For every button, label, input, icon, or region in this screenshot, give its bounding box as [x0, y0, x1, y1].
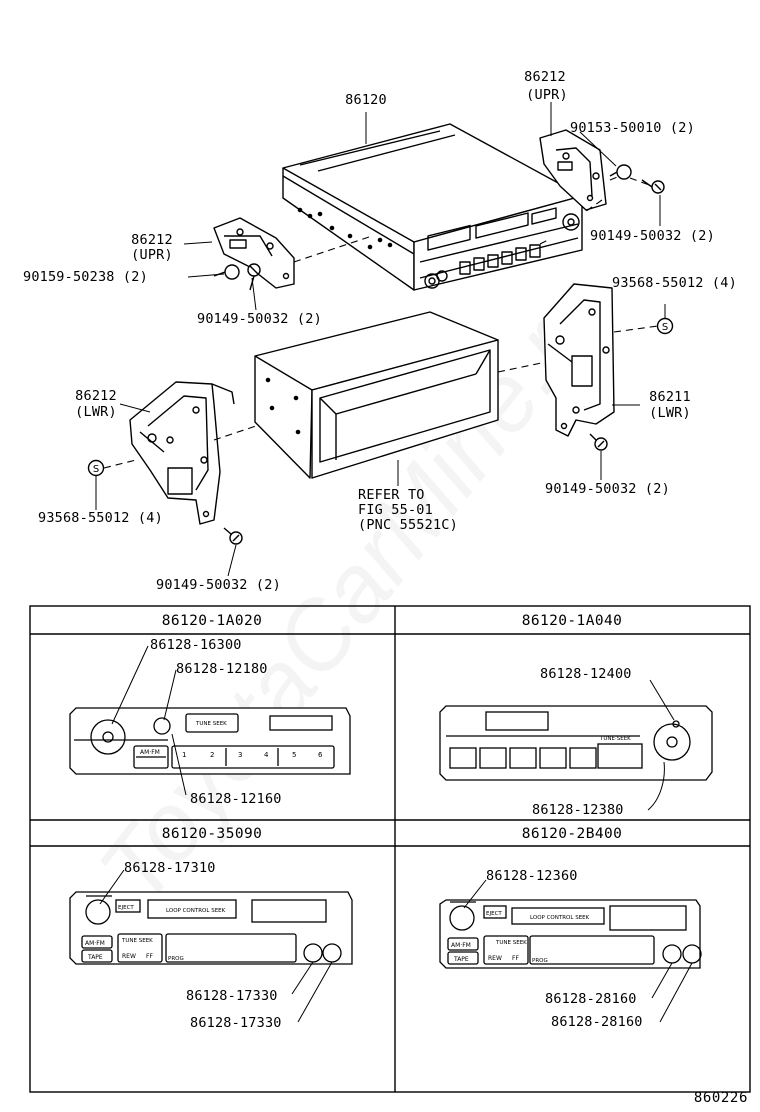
label-refer-line1: REFER TO	[358, 487, 425, 503]
panel-86120-1A040-leaders	[647, 679, 675, 811]
clip-right-symbol: S	[662, 322, 668, 333]
panel4-ff: FF	[512, 955, 519, 962]
label-clip-right: 93568-55012 (4)	[612, 275, 737, 291]
panel-86120-2B400-leaders	[463, 879, 693, 1023]
panel3-eject: EJECT	[118, 905, 134, 911]
panel3-tune-seek: TUNE SEEK	[121, 938, 153, 944]
panel1-preset-1: 1	[182, 751, 186, 759]
pocket-sleeve	[254, 311, 499, 479]
label-bolt-90159: 90159-50238 (2)	[23, 269, 148, 285]
callout-86128-17310: 86128-17310	[124, 860, 216, 876]
panel1-preset-3: 3	[238, 751, 242, 759]
label-refer-line3: (PNC 55521C)	[358, 517, 458, 533]
panel-86120-1A020-leaders	[111, 645, 187, 796]
screw-left-lower	[223, 527, 243, 545]
label-bracket-lwr-right: 86211	[649, 389, 691, 405]
label-bracket-lwr-left-note: (LWR)	[75, 404, 117, 420]
callout-86128-16300: 86128-16300	[150, 637, 242, 653]
panel1-preset-5: 5	[292, 751, 296, 759]
screw-left-upper	[247, 263, 261, 291]
variant-title-3: 86120-35090	[161, 826, 263, 842]
panel1-preset-6: 6	[318, 751, 323, 759]
callout-86128-12360: 86128-12360	[486, 868, 578, 884]
panel4-tune-seek: TUNE SEEK	[495, 940, 527, 946]
panel1-am-fm: AM·FM	[140, 749, 160, 756]
clip-right	[656, 317, 674, 335]
label-bracket-upr-right-note: (UPR)	[526, 87, 568, 103]
variants-table	[29, 605, 751, 1093]
panel1-preset-4: 4	[264, 751, 269, 759]
panel-86120-35090	[69, 891, 353, 965]
bracket-lower-right	[543, 283, 615, 437]
panel3-loop-control: LOOP CONTROL SEEK	[166, 908, 226, 914]
panel4-tape: TAPE	[453, 956, 469, 963]
bracket-upper-right	[539, 129, 607, 211]
assembly-lines	[103, 175, 659, 469]
label-clip-left: 93568-55012 (4)	[38, 510, 163, 526]
label-screw-right-lower: 90149-50032 (2)	[545, 481, 670, 497]
panel-86120-1A020	[69, 707, 351, 775]
screw-right-upper	[641, 179, 665, 194]
callout-86128-12160: 86128-12160	[190, 791, 282, 807]
panel-86120-1A040	[439, 705, 713, 781]
panel-86120-2B400	[439, 899, 702, 969]
panel3-tape: TAPE	[87, 954, 103, 961]
bolt-90159-50238	[213, 264, 240, 280]
panel4-rew: REW	[488, 955, 502, 962]
panel4-loop-control: LOOP CONTROL SEEK	[530, 915, 590, 921]
panel-86120-35090-leaders	[99, 869, 333, 1023]
panel1-preset-2: 2	[210, 751, 214, 759]
clip-left	[87, 459, 105, 477]
callout-86128-17330-b: 86128-17330	[190, 1015, 282, 1031]
label-bracket-lwr-left: 86212	[75, 388, 117, 404]
bracket-lower-left	[129, 381, 235, 525]
figure-number: 860226	[693, 1090, 748, 1106]
label-screw-right-upper: 90149-50032 (2)	[590, 228, 715, 244]
leader-lines	[95, 102, 666, 577]
panel4-eject: EJECT	[486, 911, 502, 917]
label-bracket-upr-left-note: (UPR)	[131, 247, 173, 263]
callout-86128-28160-a: 86128-28160	[545, 991, 637, 1007]
callout-86128-12380: 86128-12380	[532, 802, 624, 818]
screw-right-lower	[589, 433, 608, 451]
variant-title-1: 86120-1A020	[161, 613, 263, 629]
panel3-rew: REW	[122, 953, 136, 960]
label-main-unit: 86120	[345, 92, 387, 108]
callout-86128-28160-b: 86128-28160	[551, 1014, 643, 1030]
panel2-tune-seek: TUNE·SEEK	[599, 736, 631, 742]
label-screw-left-upper: 90149-50032 (2)	[197, 311, 322, 327]
panel3-am-fm: AM·FM	[85, 940, 105, 947]
callout-86128-12180: 86128-12180	[176, 661, 268, 677]
label-screw-left-lower: 90149-50032 (2)	[156, 577, 281, 593]
bracket-upper-left	[213, 217, 295, 289]
audio-unit-86120	[282, 123, 583, 291]
label-bracket-upr-left: 86212	[131, 232, 173, 248]
label-refer-line2: FIG 55-01	[358, 502, 433, 518]
clip-left-symbol: S	[93, 464, 99, 475]
variant-title-4: 86120-2B400	[521, 826, 623, 842]
label-bracket-upr-right: 86212	[524, 69, 566, 85]
callout-86128-12400: 86128-12400	[540, 666, 632, 682]
panel3-ff: FF	[146, 953, 153, 960]
panel3-prog: PROG	[168, 956, 184, 962]
bolt-90153-50010	[609, 164, 632, 180]
label-bracket-lwr-right-note: (LWR)	[649, 405, 691, 421]
panel4-prog: PROG	[532, 958, 548, 964]
variant-title-2: 86120-1A040	[521, 613, 623, 629]
panel4-am-fm: AM·FM	[451, 942, 471, 949]
callout-86128-17330-a: 86128-17330	[186, 988, 278, 1004]
label-bolt-90153: 90153-50010 (2)	[570, 120, 695, 136]
panel1-tune-seek: TUNE SEEK	[195, 721, 227, 727]
